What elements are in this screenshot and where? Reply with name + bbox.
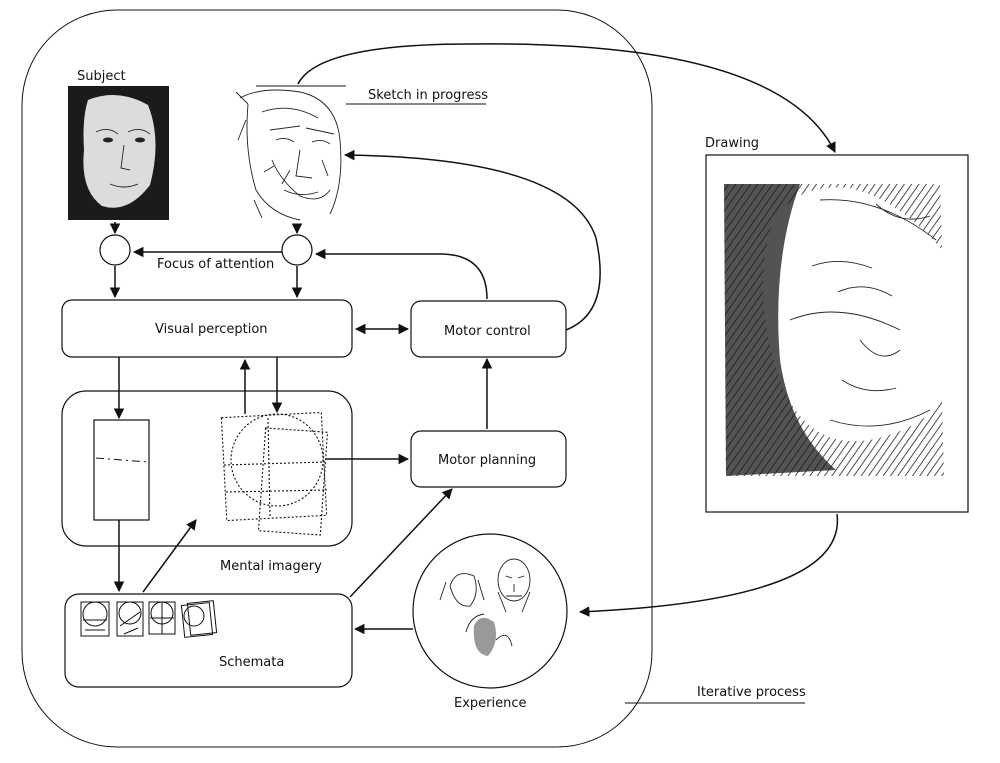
mental-imagery-label: Mental imagery [220,559,322,574]
motor-planning-label: Motor planning [438,453,536,468]
sketch-label: Sketch in progress [368,88,488,103]
experience-sketches [439,558,531,656]
schemata-box [64,593,353,688]
focus-of-attention-label: Focus of attention [157,257,274,272]
focus-circle-subject [99,234,131,266]
schemata-sketches [80,600,218,638]
mental-imagery-dotted-construction [220,411,329,536]
drawing-label: Drawing [705,136,759,151]
subject-photo [68,86,169,220]
motor-control-label: Motor control [444,324,531,339]
motor-planning-box [410,430,567,488]
experience-circle [412,533,568,689]
schemata-label: Schemata [219,655,284,670]
subject-label: Subject [77,69,126,84]
focus-circle-sketch [281,234,313,266]
iterative-process-label: Iterative process [697,685,806,700]
visual-perception-label: Visual perception [155,322,268,337]
arrows [109,43,839,635]
drawing-artwork [705,154,969,513]
mental-imagery-rectangle [93,419,150,521]
visual-perception-box [61,299,353,358]
experience-label: Experience [454,696,527,711]
motor-control-box [410,300,567,358]
sketch-in-progress [235,89,342,221]
outer-process-frame [21,9,653,748]
